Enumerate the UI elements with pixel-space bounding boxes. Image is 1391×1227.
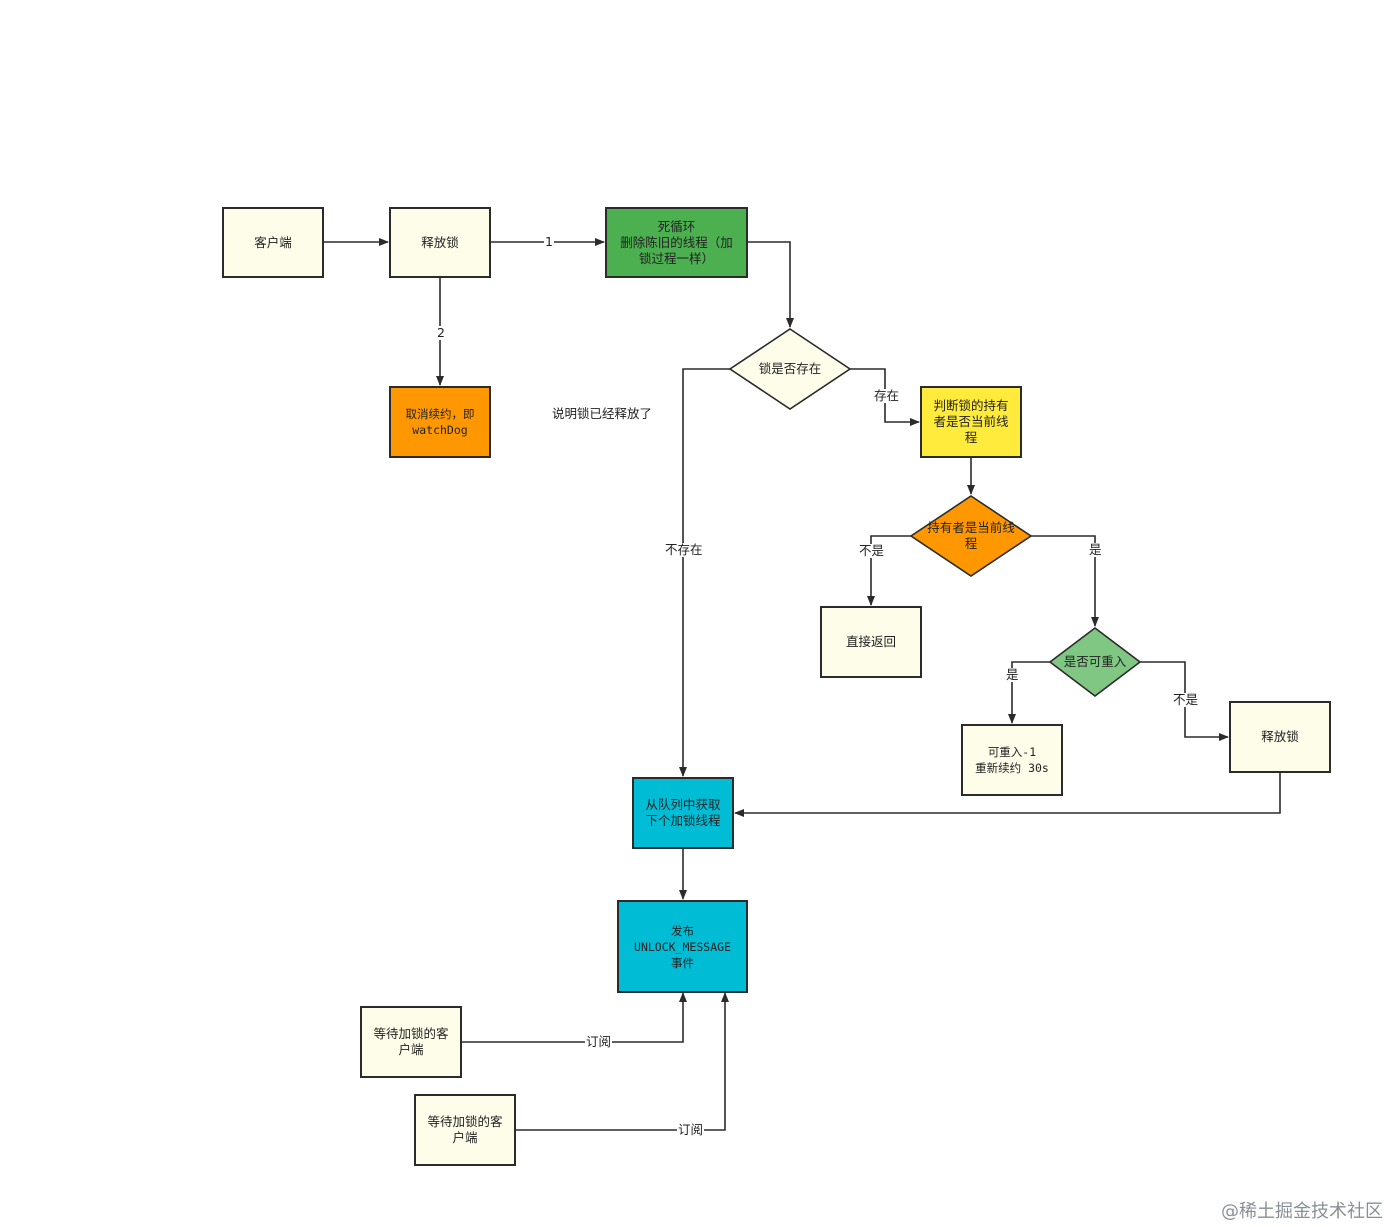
reentrant-diamond <box>1048 626 1142 698</box>
return-directly-label: 直接返回 <box>845 634 896 649</box>
edge-label-step-1: 1 <box>544 234 554 249</box>
reentrant-decrement-label: 可重入-1 重新续约 30s <box>975 745 1049 775</box>
waiting-client-1-node: 等待加锁的客 户端 <box>360 1006 462 1078</box>
edge-release2-to-dequeue <box>734 772 1281 817</box>
publish-event-label: 发布 UNLOCK_MESSAGE 事件 <box>634 923 731 970</box>
site-watermark: @稀土掘金技术社区 <box>1221 1201 1383 1222</box>
edge-deadloop-to-lockexists <box>747 241 794 328</box>
lock-released-note: 说明锁已经释放了 <box>552 406 653 421</box>
edge-label-not-exists: 不存在 <box>664 542 704 557</box>
waiting-client-2-label: 等待加锁的客 户端 <box>427 1114 503 1145</box>
edge-reentrant-yes-to-decrement <box>1008 661 1050 724</box>
dequeue-next-label: 从队列中获取 下个加锁线程 <box>645 797 721 828</box>
edge-label-is-current: 是 <box>1088 542 1103 557</box>
publish-event-node: 发布 UNLOCK_MESSAGE 事件 <box>617 900 748 993</box>
holder-current-diamond <box>909 495 1033 577</box>
edge-waiting1-to-publish <box>461 992 687 1043</box>
edge-label-exists: 存在 <box>873 388 901 403</box>
waiting-client-2-node: 等待加锁的客 户端 <box>414 1094 516 1166</box>
edge-label-reentrant-yes: 是 <box>1005 667 1020 682</box>
edge-holder-no-to-return <box>867 535 911 606</box>
dead-loop-label: 死循环 删除陈旧的线程（加 锁过程一样） <box>620 218 733 266</box>
edge-label-subscribe-2: 订阅 <box>677 1122 705 1137</box>
edge-label-reentrant-no: 不是 <box>1172 692 1200 707</box>
edge-waiting2-to-publish <box>515 992 729 1131</box>
release-lock-node: 释放锁 <box>389 207 491 278</box>
release-lock-2-node: 释放锁 <box>1229 701 1331 773</box>
release-lock-label: 释放锁 <box>421 234 459 250</box>
lock-exists-diamond <box>728 328 852 410</box>
release-lock-2-label: 释放锁 <box>1261 729 1299 744</box>
client-node: 客户端 <box>222 207 324 278</box>
judge-holder-label: 判断锁的持有 者是否当前线 程 <box>933 398 1009 445</box>
edge-holder-yes-to-reentrant <box>1031 535 1099 627</box>
dead-loop-node: 死循环 删除陈旧的线程（加 锁过程一样） <box>605 207 748 278</box>
lock-exists-label: 锁是否存在 <box>758 361 822 376</box>
holder-current-label: 持有者是当前线 程 <box>927 520 1015 551</box>
edge-label-not-current: 不是 <box>858 543 886 558</box>
judge-holder-node: 判断锁的持有 者是否当前线 程 <box>920 386 1022 458</box>
reentrant-label: 是否可重入 <box>1063 654 1127 669</box>
dequeue-next-node: 从队列中获取 下个加锁线程 <box>632 777 734 849</box>
edge-notexists-to-dequeue <box>679 368 730 777</box>
cancel-renew-label: 取消续约，即 watchDog <box>405 407 475 437</box>
edge-label-step-2: 2 <box>436 325 446 340</box>
return-directly-node: 直接返回 <box>820 606 922 678</box>
reentrant-decrement-node: 可重入-1 重新续约 30s <box>961 724 1063 796</box>
waiting-client-1-label: 等待加锁的客 户端 <box>373 1026 449 1057</box>
cancel-renew-node: 取消续约，即 watchDog <box>389 386 491 458</box>
client-label: 客户端 <box>254 234 292 250</box>
edge-label-subscribe-1: 订阅 <box>585 1034 613 1049</box>
